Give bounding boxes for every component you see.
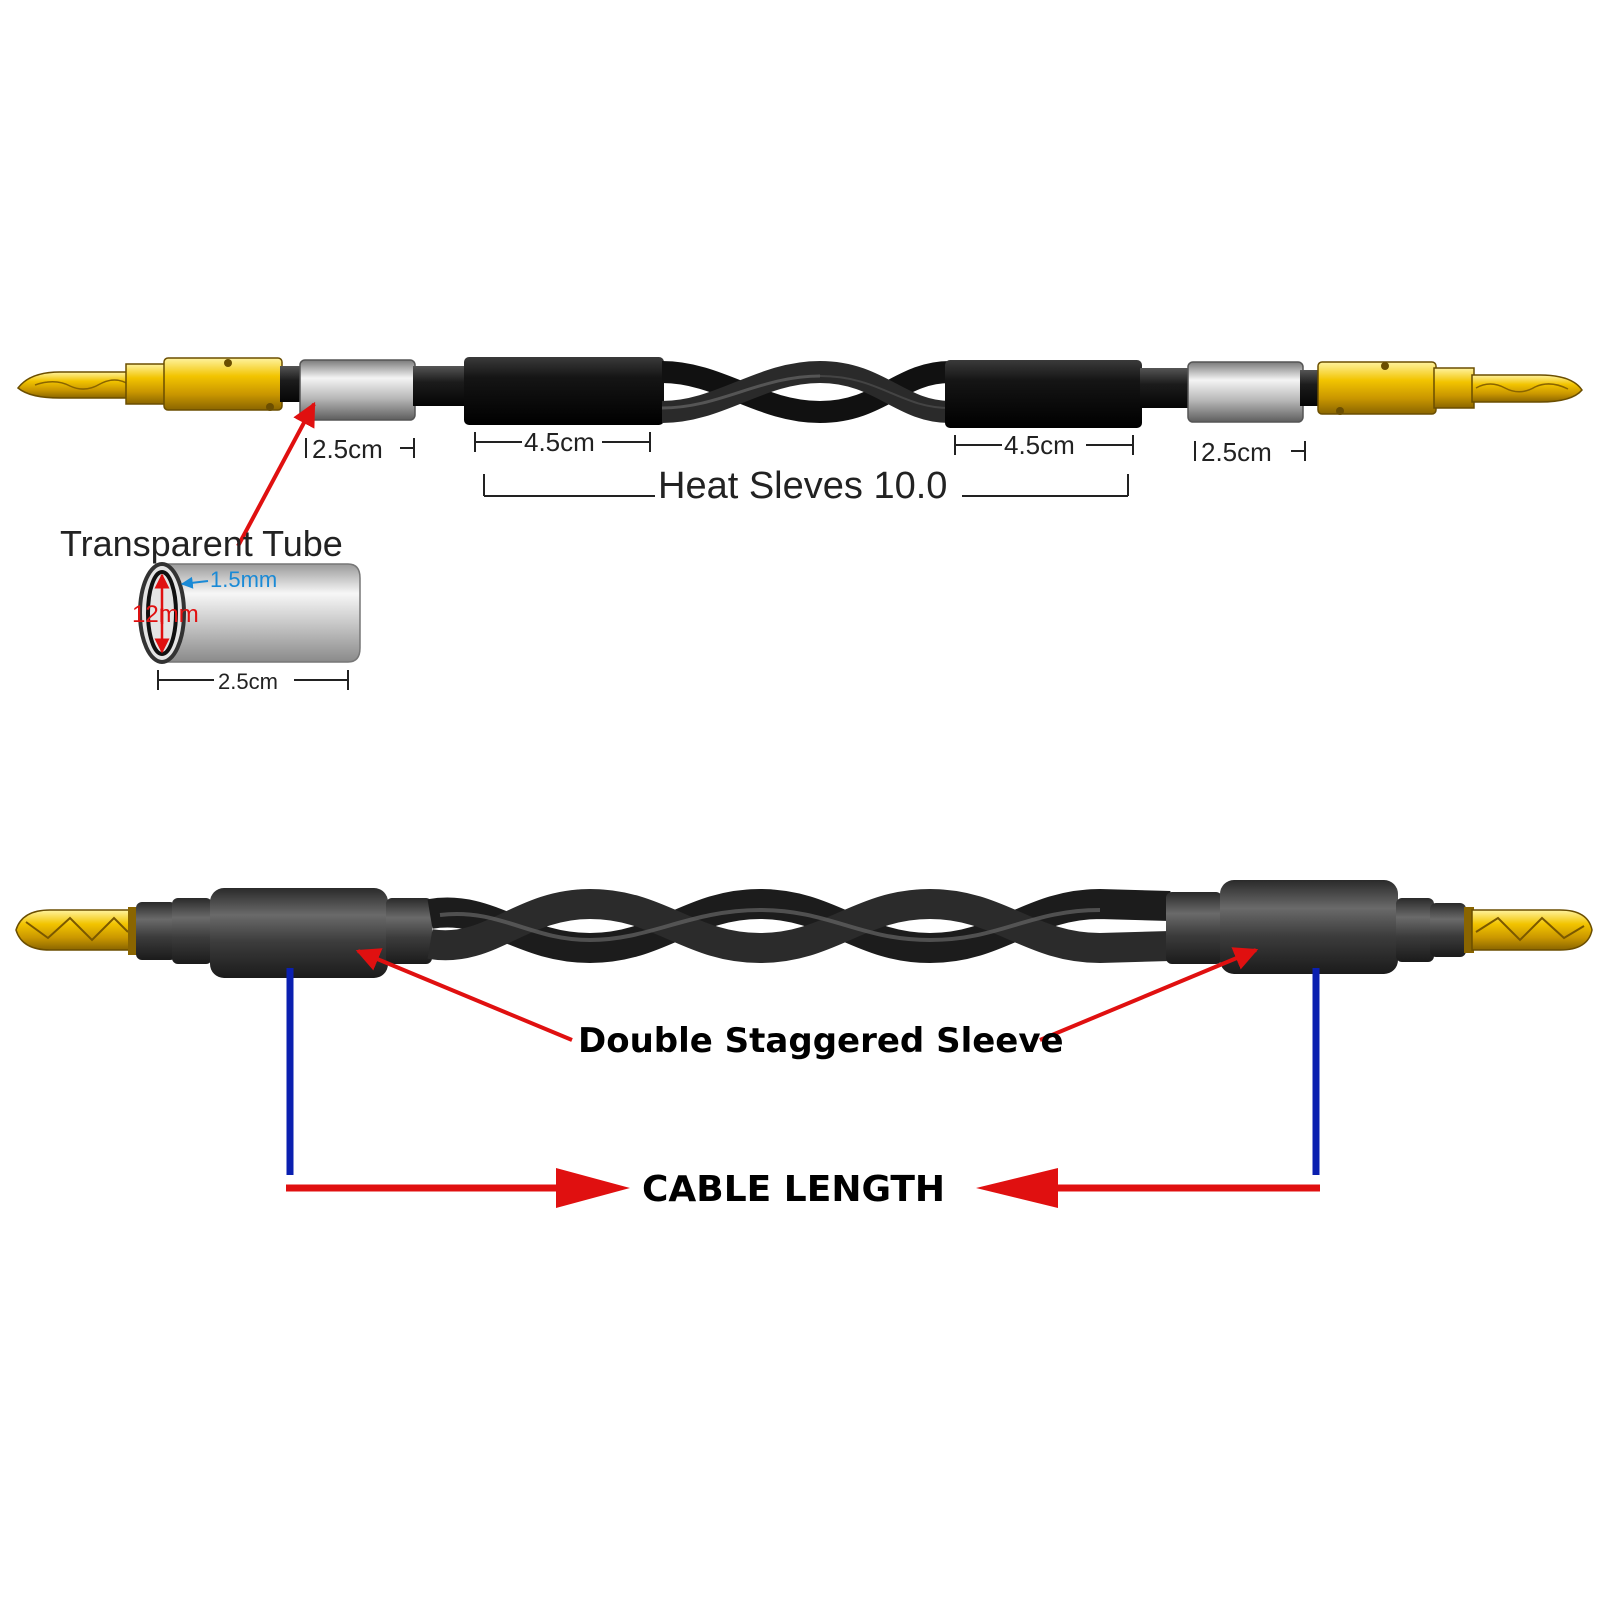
tube-length-label: 2.5cm [218, 669, 278, 694]
right-tube-dim-label: 2.5cm [1201, 437, 1272, 467]
dim-heat-sleeves: Heat Sleves 10.0 [483, 465, 1129, 507]
transparent-tube-detail: Transparent Tube 12mm 1.5mm 2.5cm [60, 523, 361, 694]
top-cable [16, 357, 1583, 428]
left-transparent-tube [299, 359, 416, 421]
bottom-left-tip [15, 909, 131, 951]
dim-left-tube: 2.5cm [305, 434, 415, 464]
dim-right-tube: 2.5cm [1194, 437, 1306, 467]
tube-wall-label: 1.5mm [210, 567, 277, 592]
left-heat-sleeve [464, 357, 664, 425]
left-sleeve-dim-label: 4.5cm [524, 427, 595, 457]
sleeve-arrow-right [1039, 947, 1259, 1042]
sleeve-arrow-left [355, 948, 573, 1042]
transparent-tube-title: Transparent Tube [60, 523, 343, 564]
bottom-left-sleeve [210, 888, 388, 978]
cable-length-arrows [286, 1168, 1320, 1208]
dim-right-sleeve: 4.5cm [954, 430, 1134, 460]
right-transparent-tube [1187, 361, 1304, 423]
bottom-right-sleeve [1220, 880, 1398, 974]
bottom-cable [15, 880, 1593, 978]
tube-pointer-arrow [236, 401, 316, 547]
left-banana-plug [16, 357, 283, 411]
right-heat-sleeve [945, 360, 1142, 428]
dim-left-sleeve: 4.5cm [474, 427, 651, 457]
left-tube-dim-label: 2.5cm [312, 434, 383, 464]
right-sleeve-dim-label: 4.5cm [1004, 430, 1075, 460]
cable-length-label: CABLE LENGTH [642, 1169, 945, 1210]
tube-diameter-label: 12mm [132, 601, 199, 628]
right-banana-plug [1317, 361, 1583, 415]
bottom-right-tip [1471, 909, 1593, 951]
heat-sleeves-label: Heat Sleves 10.0 [658, 465, 947, 507]
double-staggered-sleeve-label: Double Staggered Sleeve [578, 1021, 1064, 1061]
twisted-wire-top [661, 360, 951, 424]
twisted-wire-bottom [427, 888, 1171, 964]
